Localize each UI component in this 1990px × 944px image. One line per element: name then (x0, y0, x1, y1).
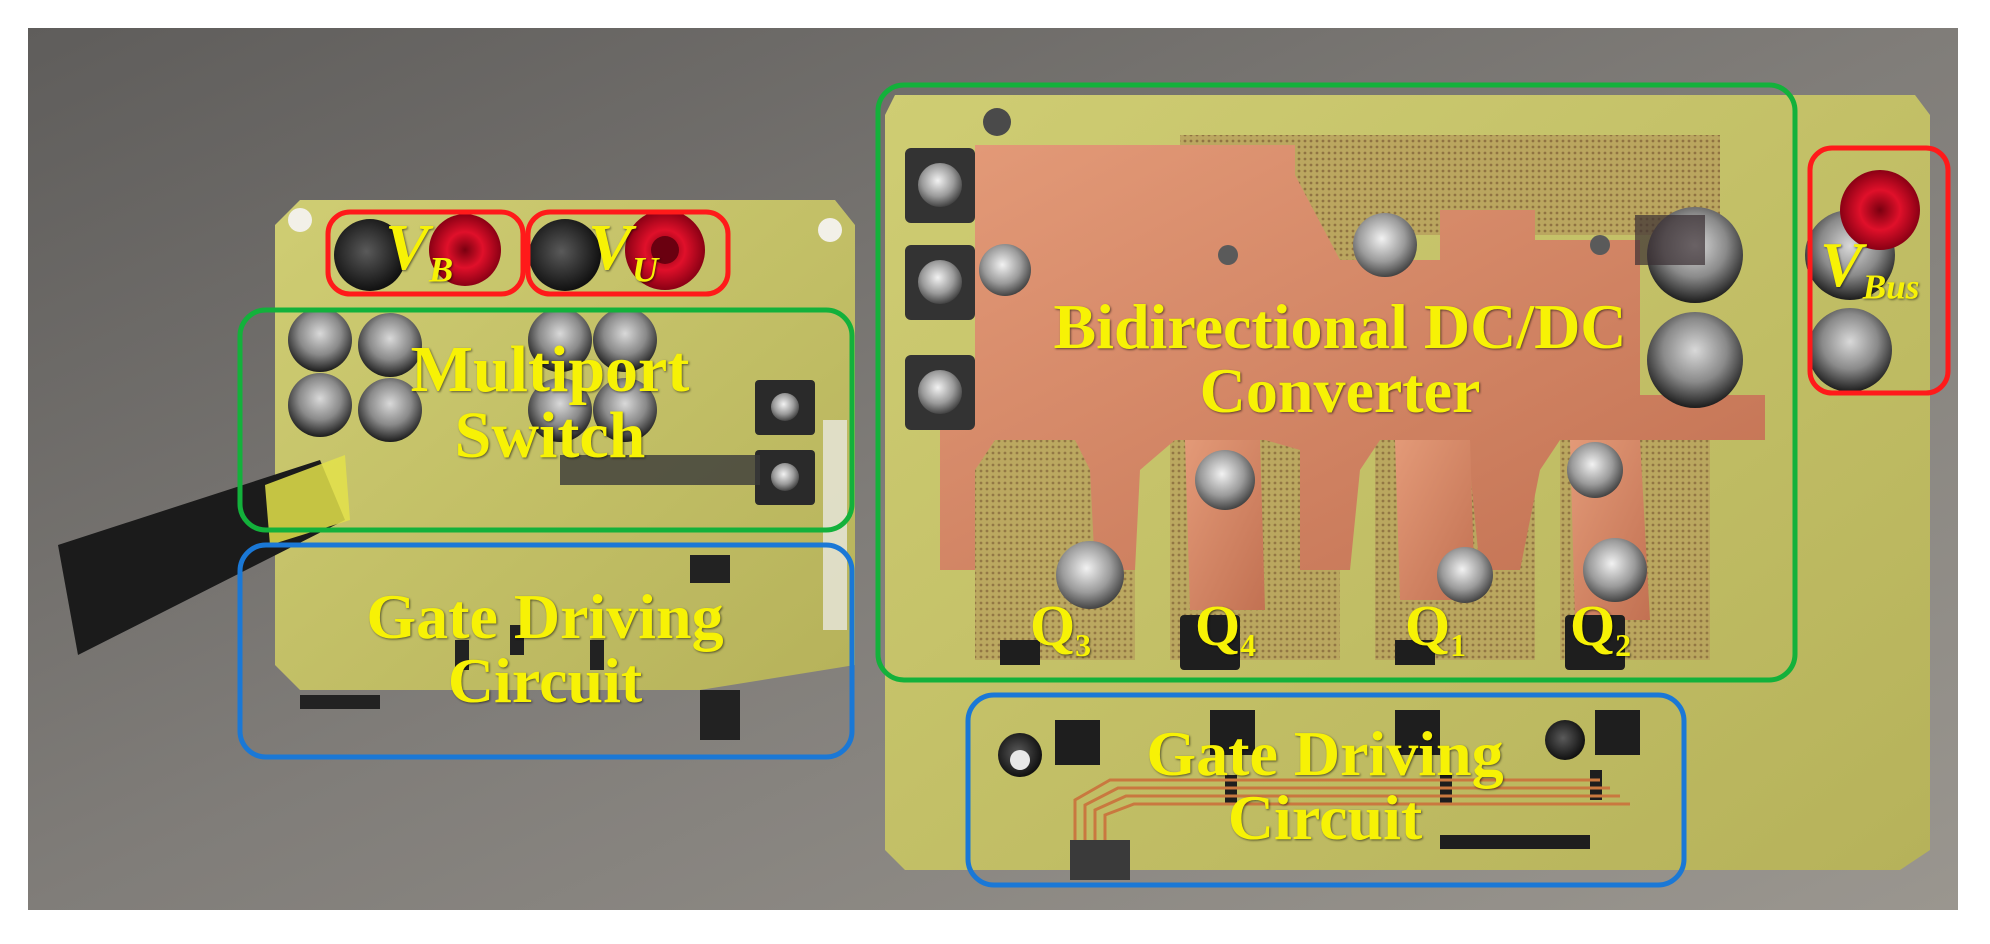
right-gate-driving-label: Gate Driving Circuit (1146, 718, 1504, 853)
right-gate-driver-components (998, 710, 1640, 880)
vu-terminal-box (525, 209, 731, 297)
right-screw-terminals (905, 148, 1031, 430)
q1-label: Q1 (1405, 593, 1467, 664)
bidirectional-converter-box (875, 82, 1798, 683)
vbus-label: VBus (1820, 229, 1920, 307)
left-gate-driving-box (237, 542, 855, 760)
multiport-switch-label: Multiport Switch (410, 333, 690, 472)
vbus-terminal-box (1807, 145, 1951, 396)
vb-label: VB (385, 211, 454, 290)
vb-terminal-box (325, 209, 526, 297)
q4-label: Q4 (1195, 593, 1257, 664)
q3-label: Q3 (1030, 593, 1092, 664)
ribbon-connector (265, 455, 350, 545)
bus-capacitors (1635, 170, 1920, 408)
multiport-switch-box (237, 307, 855, 533)
left-capacitors (288, 308, 657, 442)
standoff (818, 218, 842, 242)
bidirectional-converter-label: Bidirectional DC/DC Converter (1053, 291, 1627, 426)
copper-plane (940, 145, 1765, 570)
mosfets (1000, 615, 1625, 670)
vu-label: VU (588, 211, 659, 290)
standoff (288, 208, 312, 232)
q2-label: Q2 (1570, 593, 1632, 664)
left-gate-driving-label: Gate Driving Circuit (366, 581, 724, 716)
right-gate-driving-box (965, 692, 1687, 888)
left-terminals (334, 210, 705, 291)
traces (1073, 778, 1630, 840)
solder-blobs (1056, 213, 1647, 609)
left-gate-driver-components (300, 555, 740, 740)
